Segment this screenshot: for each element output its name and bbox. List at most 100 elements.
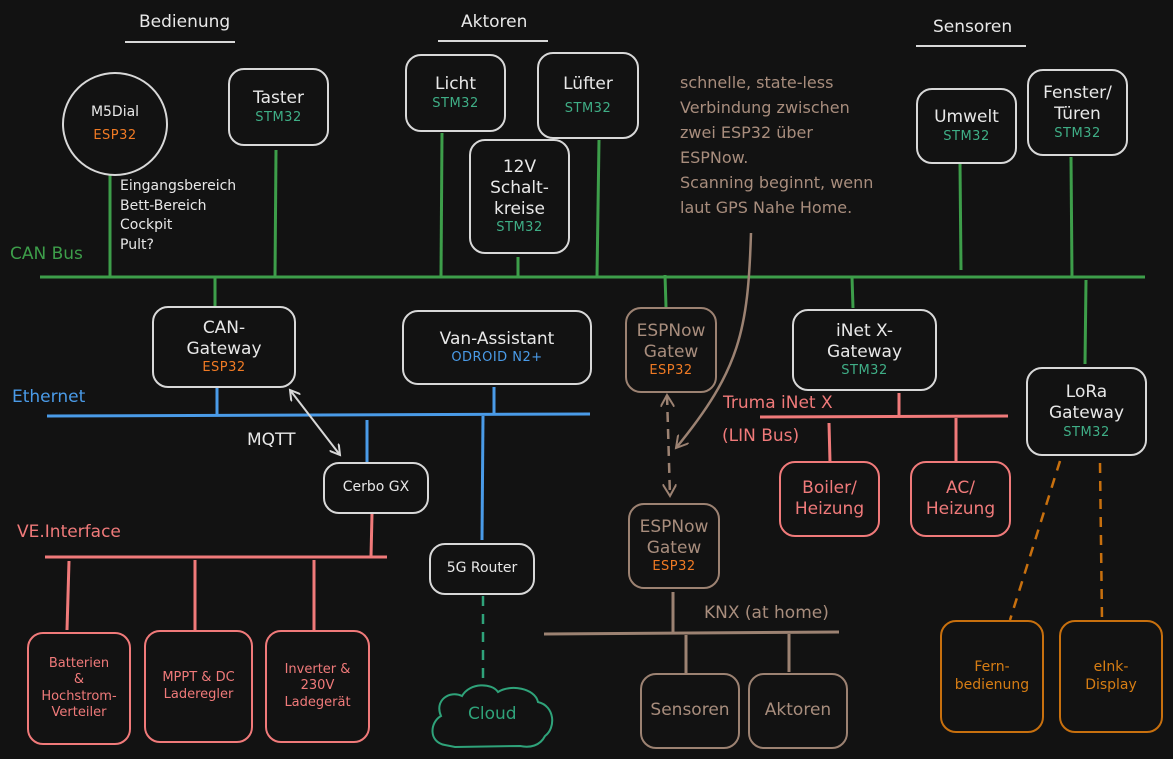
chip-label: STM32: [1063, 424, 1110, 440]
can-bus: [40, 132, 1145, 365]
node-name: Gateway: [826, 341, 903, 362]
node-espnow-gateway-home[interactable]: ESPNow Gatew ESP32: [628, 503, 720, 589]
node-name: AC/: [946, 477, 975, 498]
cloud-label: Cloud: [468, 704, 517, 724]
node-name: ESPNow: [636, 320, 706, 341]
chip-label: ESP32: [649, 363, 693, 379]
node-name: Gateway: [1048, 403, 1125, 424]
node-batterien[interactable]: Batterien & Hochstrom- Verteiler: [27, 632, 131, 745]
node-inet-gateway[interactable]: iNet X- Gateway STM32: [792, 309, 937, 391]
node-schaltkreise[interactable]: 12V Schalt- kreise STM32: [469, 139, 570, 254]
node-name: Inverter &: [284, 662, 351, 678]
m5dial-locations: Eingangsbereich Bett-Bereich Cockpit Pul…: [120, 178, 237, 253]
node-name: M5Dial: [90, 104, 140, 121]
ve-interface-label: VE.Interface: [17, 522, 121, 542]
node-name: kreise: [494, 199, 545, 219]
node-taster[interactable]: Taster STM32: [228, 68, 329, 146]
node-cerbo-gx[interactable]: Cerbo GX: [323, 462, 429, 514]
node-m5dial[interactable]: M5Dial ESP32: [62, 72, 168, 176]
espnow-note: schnelle, state-less Verbindung zwischen…: [680, 73, 874, 217]
espnow-link-arrow: [667, 395, 670, 496]
chip-label: ESP32: [652, 559, 696, 575]
node-name: Lüfter: [563, 73, 613, 94]
chip-label: STM32: [432, 95, 479, 111]
node-name: Ladegerät: [284, 694, 351, 710]
node-ac[interactable]: AC/ Heizung: [910, 461, 1011, 537]
ethernet-label: Ethernet: [12, 387, 86, 407]
can-drop-fenster: [1069, 156, 1074, 278]
chip-label: ESP32: [93, 127, 137, 143]
truma-label: Truma iNet X: [723, 393, 833, 413]
can-drop-lora: [1083, 279, 1088, 365]
node-lora-gateway[interactable]: LoRa Gateway STM32: [1026, 367, 1147, 456]
node-fenster[interactable]: Fenster/ Türen STM32: [1027, 69, 1128, 156]
node-home-sensoren[interactable]: Sensoren: [640, 673, 740, 749]
node-5g-router[interactable]: 5G Router: [429, 543, 535, 595]
can-drop-licht: [439, 132, 444, 278]
node-name: Batterien: [48, 656, 110, 671]
node-name: Cerbo GX: [342, 479, 410, 496]
can-bus-label: CAN Bus: [10, 244, 83, 264]
node-name: Van-Assistant: [439, 328, 555, 349]
node-name: Licht: [435, 74, 476, 95]
can-drop-inet: [850, 276, 855, 309]
note-arrow: [676, 232, 753, 448]
node-name: Gatew: [643, 341, 699, 362]
chip-label: STM32: [255, 109, 302, 125]
node-name: MPPT & DC: [162, 670, 235, 686]
chip-label: STM32: [496, 220, 543, 236]
node-name: 230V: [300, 678, 335, 694]
ve-drop-batterien: [65, 560, 71, 631]
node-umwelt[interactable]: Umwelt STM32: [916, 88, 1017, 164]
mqtt-arrow: [290, 390, 340, 455]
node-name: LoRa: [1065, 382, 1108, 403]
chip-label: STM32: [1054, 125, 1101, 141]
node-name: Hochstrom-: [41, 688, 117, 704]
can-drop-espnow: [663, 274, 668, 308]
node-name: Türen: [1054, 104, 1101, 125]
node-name: Schalt-: [490, 177, 549, 198]
cloud-shape: [431, 684, 554, 749]
node-mppt[interactable]: MPPT & DC Laderegler: [144, 630, 253, 743]
ve-interface-bus: [45, 513, 387, 631]
node-licht[interactable]: Licht STM32: [405, 54, 506, 132]
heading-underline: [438, 40, 548, 42]
node-espnow-gateway-van[interactable]: ESPNow Gatew ESP32: [625, 307, 717, 393]
truma-drop-boiler: [827, 422, 832, 463]
node-name: Sensoren: [650, 700, 730, 721]
node-name: eInk-: [1093, 659, 1129, 675]
lora-link-eink: [1098, 462, 1104, 621]
can-drop-luefter: [595, 139, 601, 278]
node-boiler[interactable]: Boiler/ Heizung: [779, 461, 880, 537]
knx-bus: [543, 592, 840, 673]
node-home-aktoren[interactable]: Aktoren: [748, 673, 848, 749]
heading-bedienung: Bedienung: [139, 12, 231, 32]
node-fernbedienung[interactable]: Fern- bedienung: [940, 620, 1044, 733]
node-name: Fenster/: [1043, 83, 1112, 104]
eth-drop-router: [480, 415, 485, 541]
node-name: Laderegler: [163, 686, 234, 702]
node-van-assistant[interactable]: Van-Assistant ODROID N2+: [402, 310, 592, 385]
lora-links: [1008, 460, 1104, 621]
heading-underline: [916, 45, 1026, 47]
truma-line: [759, 414, 1009, 419]
heading-aktoren: Aktoren: [461, 12, 528, 32]
heading-underline: [125, 41, 235, 43]
node-name: Gateway: [186, 338, 262, 359]
node-name: 5G Router: [446, 560, 518, 577]
chip-label: ODROID N2+: [451, 350, 543, 365]
ve-drop-cerbo: [369, 513, 374, 558]
node-eink-display[interactable]: eInk- Display: [1059, 620, 1163, 733]
node-luefter[interactable]: Lüfter STM32: [537, 52, 639, 139]
node-name: 12V: [502, 156, 537, 177]
lin-bus-label: (LIN Bus): [722, 426, 800, 446]
knx-label: KNX (at home): [704, 603, 829, 623]
knx-line: [543, 630, 840, 636]
node-can-gateway[interactable]: CAN- Gateway ESP32: [152, 306, 296, 388]
chip-label: ESP32: [202, 360, 246, 376]
node-name: iNet X-: [836, 320, 893, 341]
node-name: bedienung: [954, 676, 1030, 693]
node-inverter[interactable]: Inverter & 230V Ladegerät: [265, 630, 370, 743]
node-name: Boiler/: [802, 477, 857, 498]
node-name: Gatew: [646, 537, 702, 558]
